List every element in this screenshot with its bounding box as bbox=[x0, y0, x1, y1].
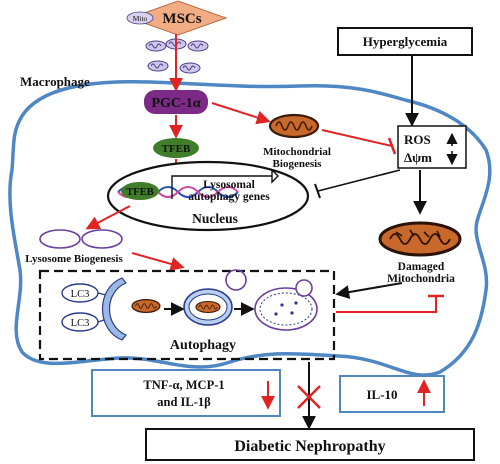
mscs-cell bbox=[128, 0, 228, 36]
lc3-top-label: LC3 bbox=[71, 289, 90, 300]
lysosome-icon bbox=[81, 229, 123, 249]
phagophore-icon bbox=[101, 277, 127, 341]
dpsi-label: Δψm bbox=[404, 150, 432, 165]
mscs-label: MSCs bbox=[162, 11, 201, 27]
lysosome-icon bbox=[39, 229, 81, 249]
arrow-lysosome-to-autophagy bbox=[131, 252, 185, 271]
pgc-node bbox=[144, 90, 208, 114]
nephropathy-box bbox=[145, 428, 475, 461]
tfeb-label: TFEB bbox=[162, 143, 191, 155]
mito-biogenesis-label-1: Mitochondrial bbox=[263, 146, 331, 158]
arrow-damaged-to-autophagy bbox=[335, 282, 403, 300]
lysosome-icon bbox=[225, 269, 247, 291]
tnf-label-2: and IL-1β bbox=[157, 395, 211, 409]
hyperglycemia-label: Hyperglycemia bbox=[363, 34, 448, 49]
mitochondrion-icon bbox=[268, 113, 320, 139]
lyso-biogenesis-label: Lysosome Biogenesis bbox=[25, 253, 123, 265]
tnf-label-1: TNF-α, MCP-1 bbox=[143, 378, 224, 392]
inhibit-biogenesis-to-ros bbox=[321, 129, 393, 147]
mitochondrion-icon bbox=[147, 60, 169, 72]
lyso-genes-label-2: autophagy genes bbox=[188, 191, 270, 203]
tfeb-nuclear-node bbox=[121, 182, 159, 200]
pro-inflammatory-box bbox=[91, 369, 281, 417]
ros-label: ROS bbox=[404, 132, 431, 147]
gene-promoter-arrow bbox=[171, 168, 279, 199]
damaged-label-1: Damaged bbox=[398, 261, 445, 273]
inhibit-bar bbox=[387, 137, 397, 155]
autophagy-box bbox=[38, 269, 336, 361]
nucleus-label: Nucleus bbox=[192, 211, 238, 226]
arrow-nucleus-to-lysosome bbox=[85, 205, 131, 230]
mitochondrion-icon bbox=[179, 62, 201, 74]
lc3-bottom-label: LC3 bbox=[71, 318, 90, 329]
mito-label: Mito bbox=[133, 14, 148, 23]
mitochondrion-icon bbox=[195, 300, 221, 314]
mitochondrion-icon bbox=[187, 40, 209, 52]
hyperglycemia-box bbox=[337, 27, 473, 56]
macrophage-label: Macrophage bbox=[20, 74, 90, 89]
tfeb-node bbox=[153, 138, 199, 158]
mito-biogenesis-label-2: Biogenesis bbox=[273, 158, 323, 170]
inhibit-autophagy-to-damaged bbox=[336, 296, 437, 313]
damaged-mitochondrion-icon bbox=[378, 221, 462, 257]
mitochondrion-icon bbox=[126, 11, 154, 25]
lyso-genes-label-1: Lysosomal bbox=[203, 179, 255, 191]
nephropathy-label: Diabetic Nephropathy bbox=[234, 438, 385, 455]
tfeb-nucleus-label: TFEB bbox=[126, 187, 153, 198]
autolysosome-icon bbox=[254, 287, 318, 331]
block-x-icon bbox=[297, 385, 321, 409]
damaged-label-2: Mitochondria bbox=[387, 273, 455, 285]
mitochondrion-icon bbox=[145, 40, 167, 52]
inhibit-ros-to-genes bbox=[317, 169, 401, 192]
mitochondrion-icon bbox=[131, 298, 161, 314]
pgc-label: PGC-1α bbox=[151, 96, 200, 111]
il10-label: IL-10 bbox=[366, 387, 397, 402]
lysosome-icon bbox=[295, 279, 313, 297]
macrophage-membrane bbox=[8, 79, 492, 377]
autophagy-label: Autophagy bbox=[170, 338, 236, 353]
arrow-pgc-to-biogenesis bbox=[211, 102, 271, 125]
inhibit-bar bbox=[314, 183, 321, 199]
